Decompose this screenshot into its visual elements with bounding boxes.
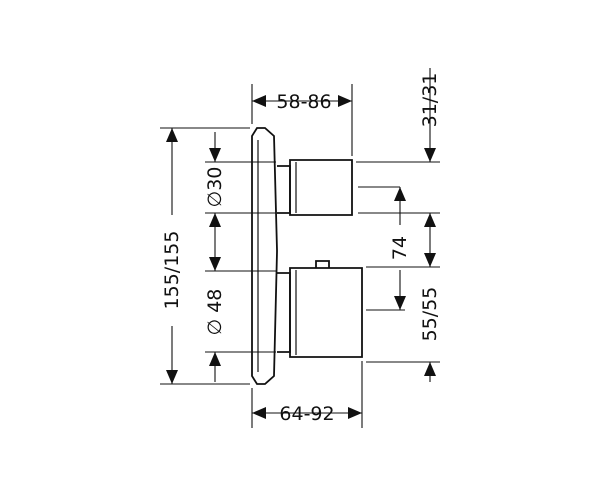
dim-bottom-width: 64-92 xyxy=(279,403,334,425)
dim-top-width: 58-86 xyxy=(276,91,331,113)
upper-handle xyxy=(277,159,353,216)
dim-top-offset: 31/31 xyxy=(419,73,441,128)
dim-bottom-offset: 55/55 xyxy=(419,287,441,342)
dimension-lines xyxy=(166,68,436,419)
dim-lower-diameter: ∅ 48 xyxy=(204,289,226,336)
dim-total-height: 155/155 xyxy=(161,231,183,310)
lower-handle xyxy=(277,260,363,358)
extension-lines xyxy=(160,84,440,428)
dim-upper-diameter: ∅30 xyxy=(204,167,226,208)
dim-center-distance: 74 xyxy=(389,236,411,260)
wall-plate xyxy=(251,127,278,385)
